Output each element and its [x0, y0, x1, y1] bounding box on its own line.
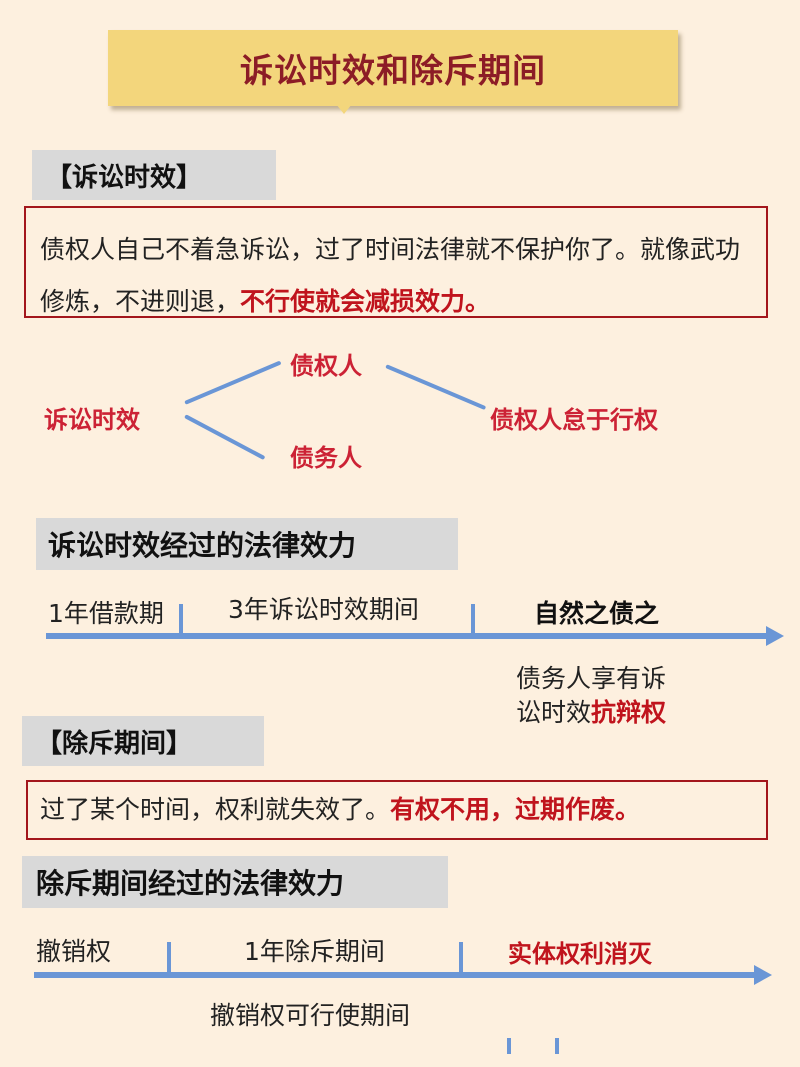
timeline2-tick-1 — [167, 942, 171, 974]
timeline2-segment-1: 撤销权 — [36, 937, 112, 966]
limitation-heading-text: 【诉讼时效】 — [46, 162, 203, 193]
exclusion-effect-heading: 除斥期间经过的法律效力 — [22, 856, 448, 908]
timeline1-segment-3: 自然之债之 — [534, 599, 660, 628]
timeline1-segment-2: 3年诉讼时效期间 — [228, 595, 419, 624]
timeline1-axis — [46, 633, 768, 639]
diagram-creditor-label: 债权人 — [290, 352, 362, 380]
limitation-effect-heading: 诉讼时效经过的法律效力 — [36, 518, 458, 570]
timeline2-note: 撤销权可行使期间 — [210, 1001, 411, 1030]
exclusion-definition-box: 过了某个时间，权利就失效了。有权不用，过期作废。 — [26, 780, 768, 840]
limitation-definition-box: 债权人自己不着急诉讼，过了时间法律就不保护你了。就像武功修炼，不进则退，不行使就… — [24, 206, 768, 318]
exclusion-heading-text: 【除斥期间】 — [36, 728, 193, 759]
timeline2-axis — [34, 972, 756, 978]
timeline2-segment-3: 实体权利消灭 — [508, 940, 652, 968]
exclusion-definition: 过了某个时间，权利就失效了。有权不用，过期作废。 — [28, 782, 766, 838]
limitation-definition: 债权人自己不着急诉讼，过了时间法律就不保护你了。就像武功修炼，不进则退，不行使就… — [26, 208, 766, 328]
timeline1-arrow-icon — [766, 626, 784, 646]
diagram-root-label: 诉讼时效 — [44, 406, 140, 434]
diagram-connector-lower — [184, 414, 266, 461]
limitation-definition-plain: 债权人自己不着急诉讼，过了时间法律就不保护你了。就像武功修炼，不进则退， — [40, 235, 741, 316]
diagram-connector-upper — [184, 360, 282, 405]
timeline1-tick-1 — [179, 604, 183, 636]
diagram-debtor-label: 债务人 — [290, 444, 362, 472]
timeline1-note-emphasis: 抗辩权 — [591, 698, 667, 727]
title-banner: 诉讼时效和除斥期间 — [108, 30, 678, 106]
limitation-definition-emphasis: 不行使就会减损效力。 — [240, 287, 491, 316]
timeline2-tick-2 — [459, 942, 463, 974]
timeline2-segment-2: 1年除斥期间 — [244, 937, 385, 966]
diagram-connector-result — [385, 364, 487, 411]
timeline2-arrow-icon — [754, 965, 772, 985]
exclusion-effect-heading-text: 除斥期间经过的法律效力 — [36, 867, 345, 900]
diagram-result-label: 债权人怠于行权 — [490, 406, 658, 434]
exclusion-heading: 【除斥期间】 — [22, 716, 264, 766]
decorative-tick-1 — [507, 1038, 511, 1054]
timeline1-tick-2 — [471, 604, 475, 636]
exclusion-definition-plain: 过了某个时间，权利就失效了。 — [40, 795, 391, 824]
timeline1-note-plain: 债务人享有诉讼时效 — [516, 664, 667, 727]
limitation-effect-heading-text: 诉讼时效经过的法律效力 — [48, 529, 357, 562]
limitation-heading: 【诉讼时效】 — [32, 150, 276, 200]
decorative-tick-2 — [555, 1038, 559, 1054]
timeline1-note: 债务人享有诉讼时效抗辩权 — [516, 662, 686, 730]
page-title: 诉讼时效和除斥期间 — [240, 51, 546, 90]
banner-pointer — [336, 104, 352, 114]
timeline1-segment-1: 1年借款期 — [48, 599, 164, 628]
exclusion-definition-emphasis: 有权不用，过期作废。 — [390, 795, 641, 824]
